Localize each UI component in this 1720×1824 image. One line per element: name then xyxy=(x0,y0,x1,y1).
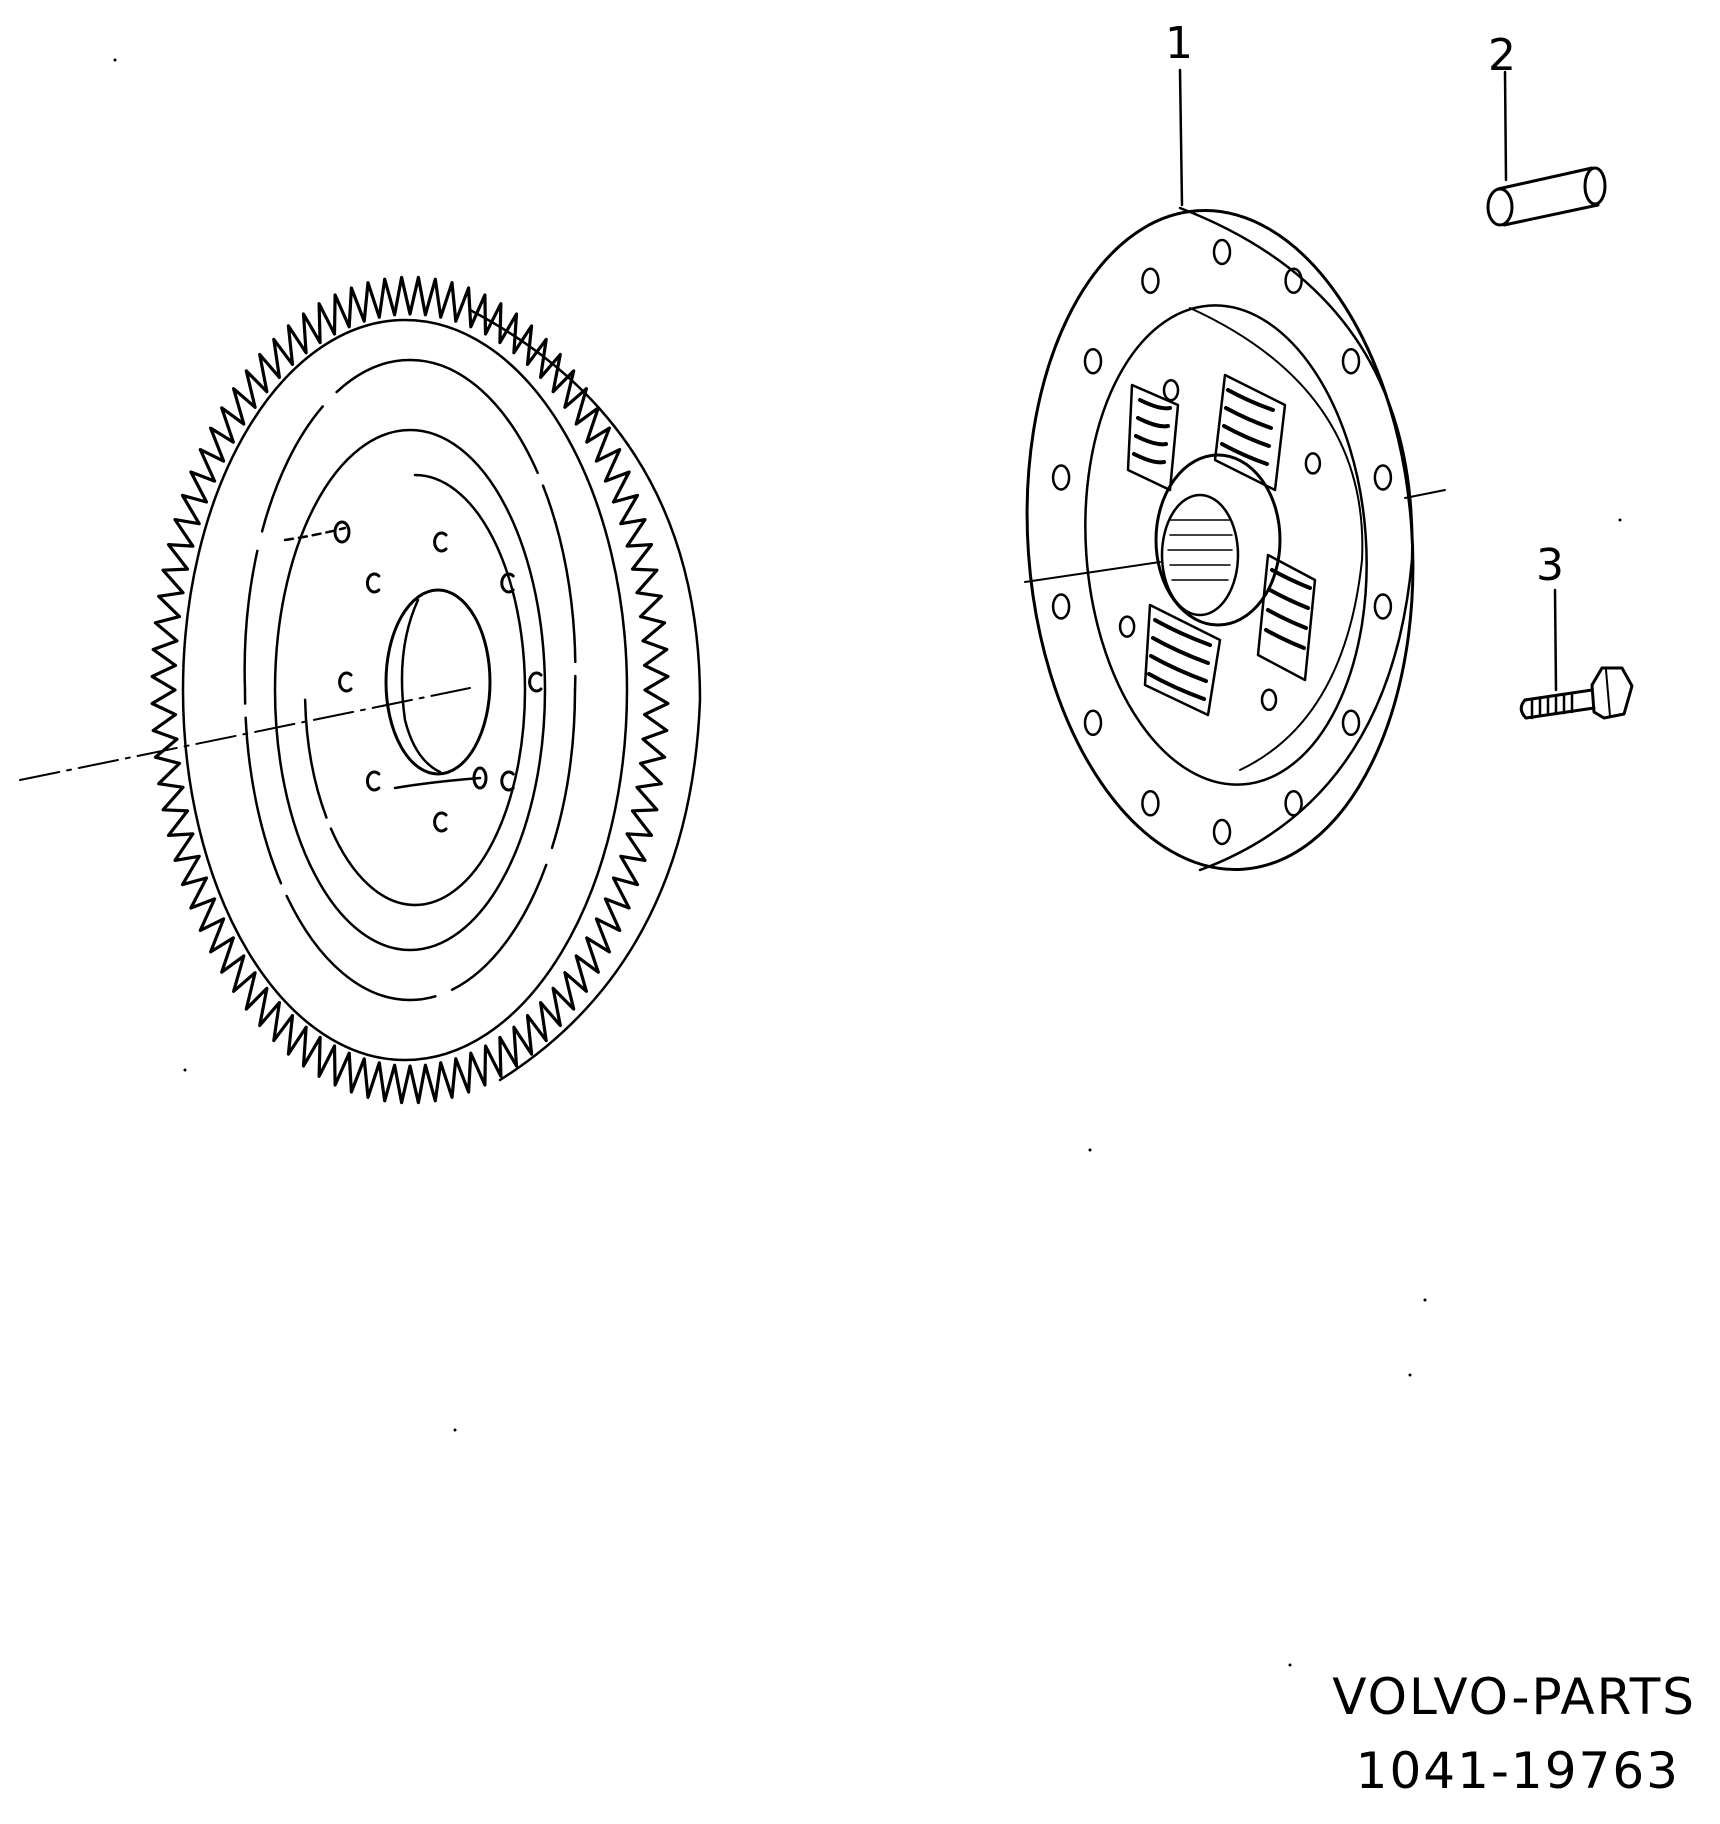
part-number-1: 1 xyxy=(1165,18,1193,69)
flywheel-icon xyxy=(150,275,702,1105)
rivet-hole xyxy=(1083,709,1103,737)
rivet-hole xyxy=(1083,347,1103,375)
rivet-hole xyxy=(1118,615,1136,638)
rivet-hole xyxy=(1284,790,1303,817)
leader-line-3 xyxy=(1553,588,1558,692)
bolt-hole xyxy=(528,671,543,693)
bolt-hole xyxy=(433,811,448,833)
brand-caption: VOLVO-PARTS xyxy=(1332,1668,1696,1726)
bolt-hole xyxy=(500,770,515,792)
damper-spring-window xyxy=(1143,603,1222,717)
bolt-icon xyxy=(1519,666,1634,720)
part-number-2: 2 xyxy=(1488,30,1516,81)
leader-line-1 xyxy=(1178,68,1184,207)
rivet-hole xyxy=(1341,347,1361,375)
clutch-axis-line xyxy=(1024,561,1161,583)
rivet-hole xyxy=(1304,452,1322,475)
scan-speck xyxy=(113,58,1622,1667)
flywheel-axis-line xyxy=(19,687,471,781)
rivet-hole xyxy=(1260,688,1278,712)
rivet-hole xyxy=(1341,709,1361,737)
damper-spring-window xyxy=(1256,553,1317,682)
rivet-hole xyxy=(1141,790,1160,817)
rivet-hole xyxy=(1373,593,1393,620)
dowel-pin-icon xyxy=(1486,166,1607,227)
drawing-reference: 1041-19763 xyxy=(1355,1742,1680,1800)
bolt-hole xyxy=(433,531,448,553)
rivet-hole xyxy=(1051,593,1071,620)
rivet-hole xyxy=(1051,464,1071,491)
damper-spring-window xyxy=(1126,383,1180,492)
rivet-hole xyxy=(1284,267,1303,294)
clutch-axis-line-right xyxy=(1404,489,1446,499)
rivet-hole xyxy=(1141,267,1160,294)
rivet-hole xyxy=(1373,464,1393,491)
rivet-hole xyxy=(1212,818,1232,846)
damper-spring-window xyxy=(1213,373,1287,492)
leader-line-2 xyxy=(1503,70,1508,182)
bolt-hole xyxy=(500,572,515,594)
bolt-hole xyxy=(365,572,381,594)
part-number-3: 3 xyxy=(1536,540,1564,591)
clutch-disc-icon xyxy=(1025,206,1415,872)
rivet-hole xyxy=(1162,378,1180,402)
rivet-hole xyxy=(1212,238,1232,266)
bolt-hole xyxy=(338,671,353,693)
bolt-hole xyxy=(365,770,381,792)
